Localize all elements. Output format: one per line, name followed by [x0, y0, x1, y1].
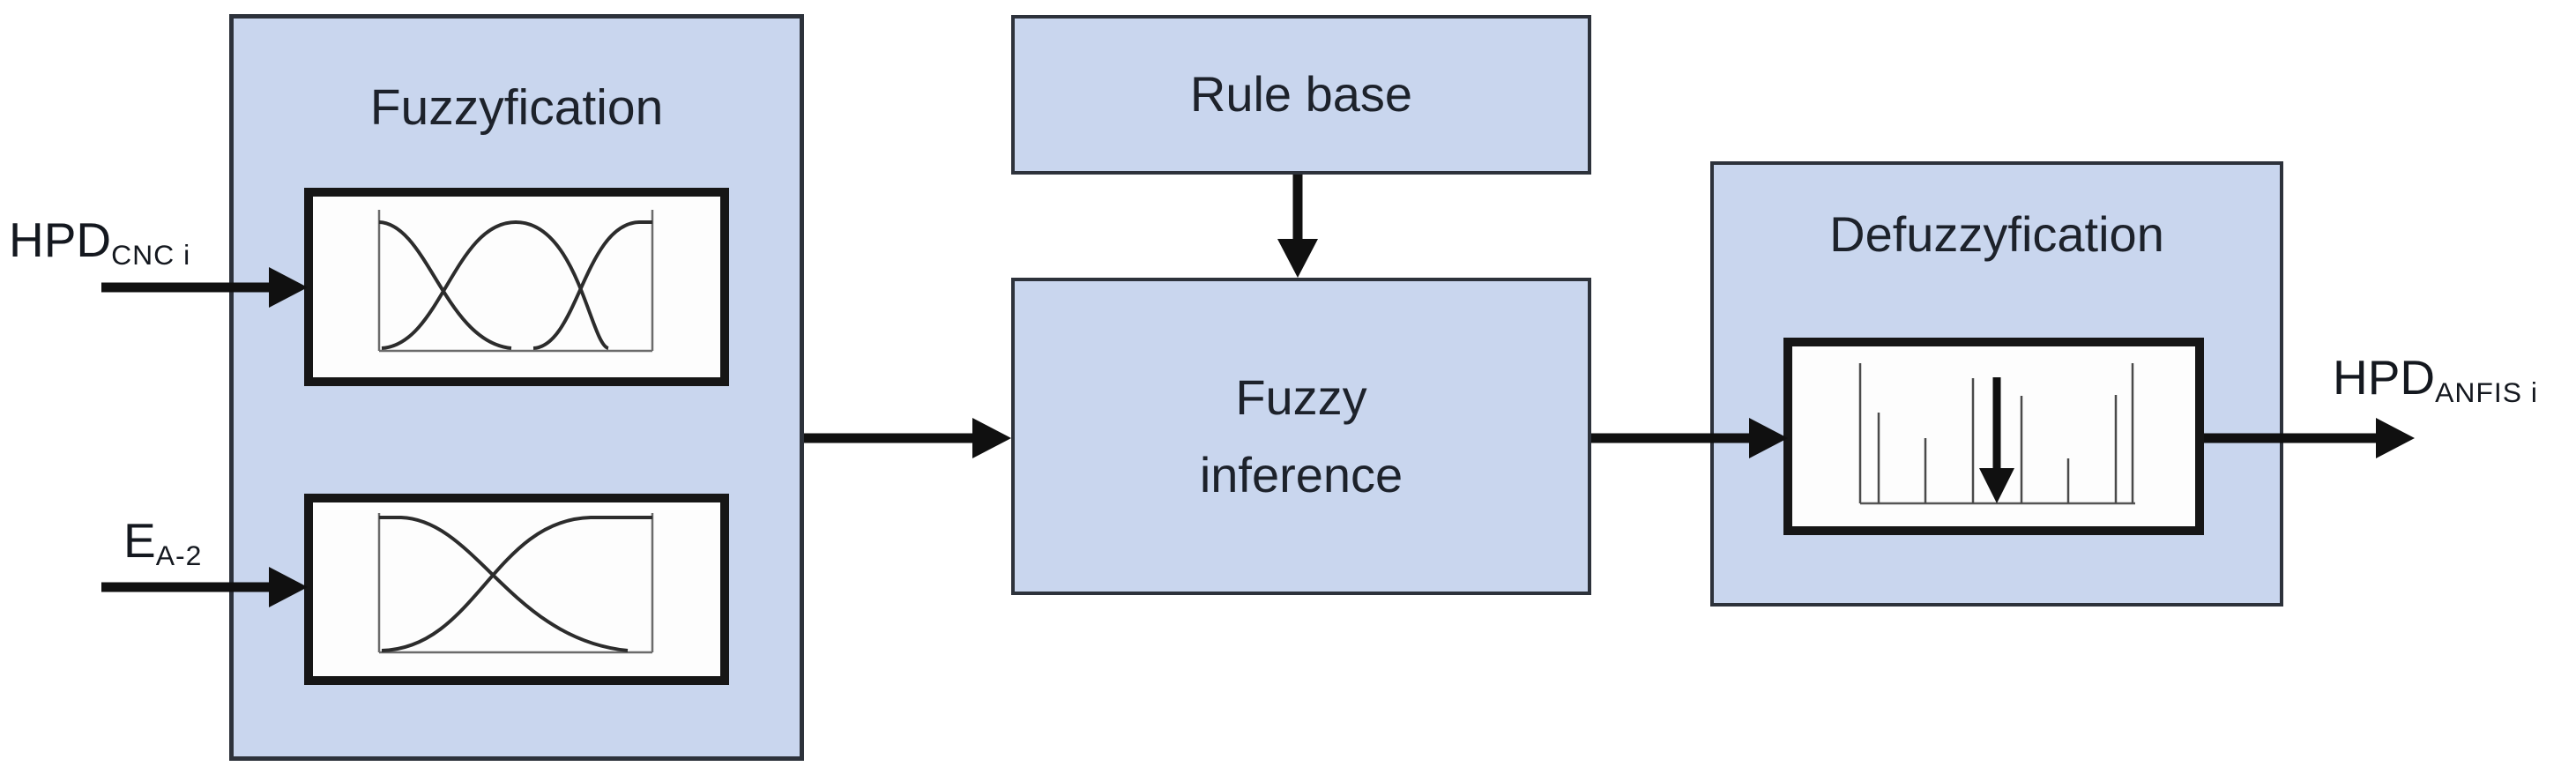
input-label-e-a2-base: E	[123, 513, 156, 568]
centroid-arrow-icon	[1979, 377, 2014, 503]
output-label-hpd-anfis-base: HPD	[2333, 350, 2436, 405]
fuzzy-inference-block: Fuzzy inference	[1011, 278, 1591, 595]
membership-plot-box-2	[304, 494, 729, 685]
input-label-hpd-cnc-subscript: CNC i	[111, 238, 191, 271]
fuzzy-inference-title-line1: Fuzzy	[1235, 368, 1367, 425]
input-label-hpd-cnc-base: HPD	[9, 212, 112, 267]
output-label-hpd-anfis: HPDANFIS i	[2333, 349, 2538, 409]
sigmoid-curves-icon	[377, 513, 654, 654]
membership-curves-icon	[377, 210, 654, 353]
defuzzification-title: Defuzzyfication	[1829, 206, 2164, 262]
arrow-fuzzification-to-inference	[804, 418, 1011, 458]
fuzzy-inference-title-line2: inference	[1199, 447, 1403, 502]
rule-base-block: Rule base	[1011, 15, 1591, 175]
spike-plot-icon	[1858, 363, 2135, 505]
defuzzification-block: Defuzzyfication	[1710, 161, 2283, 607]
input-label-e-a2: EA-2	[123, 512, 202, 572]
input-label-e-a2-subscript: A-2	[155, 539, 203, 571]
fuzzification-title: Fuzzyfication	[369, 79, 664, 136]
rule-base-title: Rule base	[1189, 66, 1413, 123]
input-label-hpd-cnc: HPDCNC i	[9, 212, 190, 272]
output-label-hpd-anfis-subscript: ANFIS i	[2435, 376, 2538, 408]
arrow-rulebase-to-inference	[1277, 175, 1318, 278]
fuzzification-block: Fuzzyfication	[229, 14, 804, 761]
defuzzification-plot-box	[1783, 338, 2204, 535]
membership-plot-box-1	[304, 188, 729, 386]
